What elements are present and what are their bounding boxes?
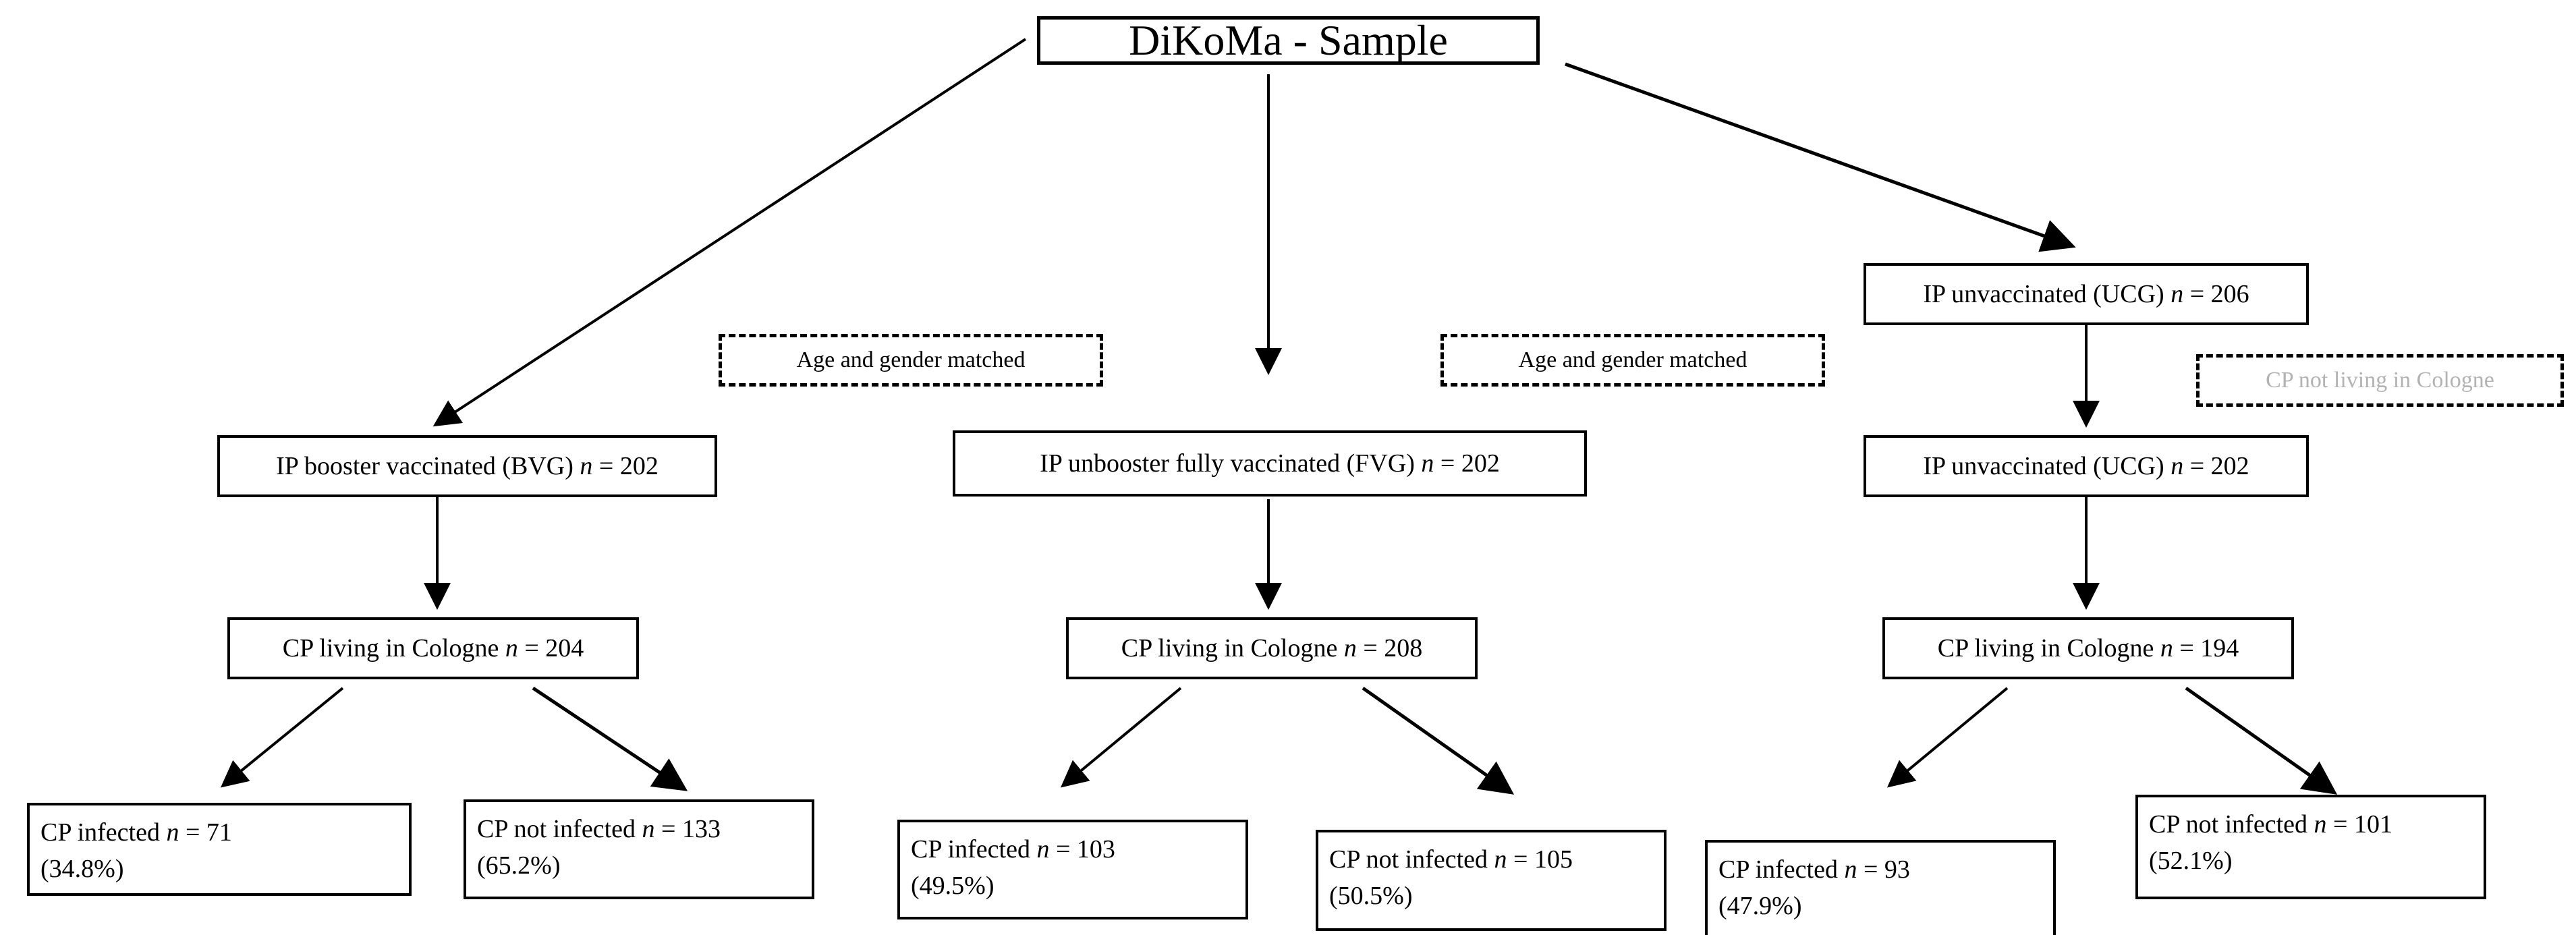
bvg-cologne-label: CP living in Cologne n = 204 [282,634,584,662]
ucg-infected-line1: CP infected n = 93 [1718,855,1910,884]
bvg-cologne-count: 204 [545,634,584,662]
arrow-ucg-cologne-to-infected [1886,687,2009,788]
annotation-matched-left: Age and gender matched [719,334,1103,387]
fvg-not-infected-text: CP not infected n = 105 (50.5%) [1329,842,1573,915]
node-bvg-infected: CP infected n = 71 (34.8%) [27,803,412,896]
bvg-not-infected-percent: 65.2% [485,851,552,880]
node-bvg-not-infected: CP not infected n = 133 (65.2%) [464,799,814,899]
fvg-not-infected-percent: 50.5% [1337,881,1404,910]
ucg-not-infected-count: 101 [2353,810,2392,839]
bvg-infected-count: 71 [206,818,232,847]
node-bvg-enrolled: IP booster vaccinated (BVG) n = 202 [217,435,717,497]
fvg-not-infected-line1: CP not infected n = 105 [1329,845,1573,874]
fvg-infected-line1: CP infected n = 103 [911,835,1115,863]
ucg-not-infected-line2: (52.1%) [2149,846,2233,875]
bvg-not-infected-count: 133 [681,815,721,843]
bvg-infected-percent: 34.8% [49,854,115,883]
ucg-cologne-label: CP living in Cologne n = 194 [1937,634,2239,662]
fvg-enrolled-label: IP unbooster fully vaccinated (FVG) n = … [1040,449,1500,478]
ucg-infected-count: 93 [1884,855,1910,884]
bvg-enrolled-count: 202 [619,452,659,480]
ucg-screened-label: IP unvaccinated (UCG) n = 206 [1923,280,2249,308]
bvg-not-infected-text: CP not infected n = 133 (65.2%) [477,812,721,884]
fvg-not-infected-count: 105 [1534,845,1573,874]
fvg-cologne-label: CP living in Cologne n = 208 [1121,634,1423,662]
bvg-infected-line1: CP infected n = 71 [40,818,232,847]
arrow-bvg-cologne-to-infected [220,687,344,788]
node-fvg-cologne: CP living in Cologne n = 208 [1066,617,1478,679]
ucg-infected-line2: (47.9%) [1718,891,1802,920]
fvg-infected-percent: 49.5% [919,871,986,900]
node-bvg-cologne: CP living in Cologne n = 204 [227,617,639,679]
ucg-infected-percent: 47.9% [1727,891,1793,920]
bvg-not-infected-line2: (65.2%) [477,851,561,880]
bvg-infected-line2: (34.8%) [40,854,124,883]
ucg-infected-text: CP infected n = 93 (47.9%) [1718,852,1910,925]
arrow-fvg-cologne-to-infected [1060,687,1182,788]
arrow-bvg-cologne-to-not-infected [532,686,688,791]
fvg-cologne-count: 208 [1384,634,1423,662]
node-ucg-not-infected: CP not infected n = 101 (52.1%) [2135,795,2486,899]
annotation-matched-right: Age and gender matched [1440,334,1825,387]
arrow-root-to-ucg-screened [1565,62,2076,252]
arrow-fvg-cologne-to-not-infected [1362,686,1515,795]
node-root-title: DiKoMa - Sample [1037,16,1540,65]
node-fvg-not-infected: CP not infected n = 105 (50.5%) [1316,830,1667,931]
ucg-screened-count: 206 [2210,280,2249,308]
bvg-not-infected-line1: CP not infected n = 133 [477,815,721,843]
root-title-label: DiKoMa - Sample [1129,16,1448,64]
fvg-enrolled-count: 202 [1461,449,1500,478]
node-fvg-infected: CP infected n = 103 (49.5%) [897,820,1248,919]
annotation-matched-left-label: Age and gender matched [796,347,1026,372]
annotation-excluded-label: CP not living in Cologne [2266,368,2494,393]
ucg-cologne-count: 194 [2200,634,2239,662]
fvg-not-infected-line2: (50.5%) [1329,881,1413,910]
node-ucg-screened: IP unvaccinated (UCG) n = 206 [1864,263,2309,325]
arrow-ucg-cologne-to-not-infected [2185,686,2338,795]
node-ucg-enrolled: IP unvaccinated (UCG) n = 202 [1864,435,2309,497]
ucg-not-infected-text: CP not infected n = 101 (52.1%) [2149,807,2392,880]
fvg-infected-line2: (49.5%) [911,871,995,900]
ucg-not-infected-percent: 52.1% [2157,846,2224,875]
annotation-excluded-not-in-cologne: CP not living in Cologne [2196,354,2564,407]
node-ucg-infected: CP infected n = 93 (47.9%) [1705,840,2056,935]
bvg-infected-text: CP infected n = 71 (34.8%) [40,815,232,888]
fvg-infected-count: 103 [1076,835,1115,863]
node-ucg-cologne: CP living in Cologne n = 194 [1882,617,2294,679]
ucg-enrolled-label: IP unvaccinated (UCG) n = 202 [1923,452,2249,480]
ucg-not-infected-line1: CP not infected n = 101 [2149,810,2392,839]
fvg-infected-text: CP infected n = 103 (49.5%) [911,832,1115,905]
annotation-matched-right-label: Age and gender matched [1518,347,1747,372]
ucg-enrolled-count: 202 [2210,452,2249,480]
bvg-enrolled-label: IP booster vaccinated (BVG) n = 202 [276,452,659,480]
node-fvg-enrolled: IP unbooster fully vaccinated (FVG) n = … [953,430,1587,497]
